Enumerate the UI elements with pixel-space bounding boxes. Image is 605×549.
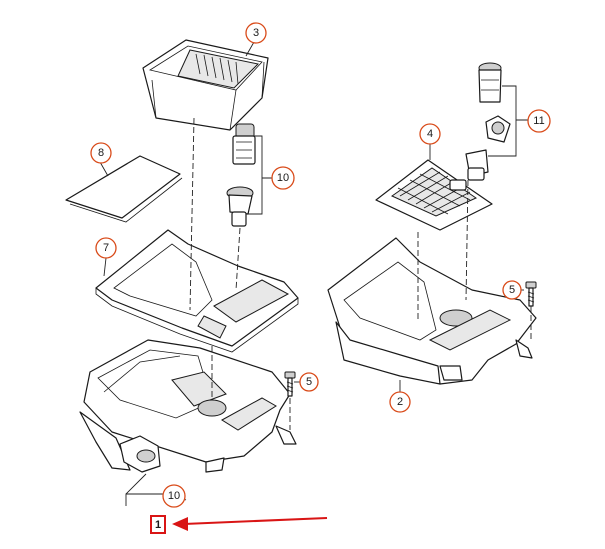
screw-part-left [284, 371, 296, 397]
leader-lines [99, 41, 530, 506]
trim-panel-part [95, 229, 299, 353]
callout-8-label: 8 [98, 147, 104, 159]
part-1-highlight: 1 [150, 515, 166, 534]
callout-10-bottom-label: 10 [168, 490, 180, 502]
callout-10-top-label: 10 [277, 172, 289, 184]
callout-3-label: 3 [253, 27, 259, 39]
callout-3: 3 [245, 22, 267, 44]
callout-11-label: 11 [533, 115, 544, 127]
callout-10-bottom: 10 [162, 484, 186, 508]
callout-4: 4 [419, 123, 441, 145]
callout-8: 8 [90, 142, 112, 164]
grid-mat-part [375, 159, 493, 231]
callout-4-label: 4 [427, 128, 433, 140]
storage-tray-part [142, 39, 269, 131]
right-console-part [327, 237, 537, 385]
callout-5-right: 5 [502, 280, 522, 300]
cover-mat-part [65, 155, 183, 223]
socket-part [465, 62, 511, 181]
callout-10-top: 10 [271, 166, 295, 190]
lighter-part-upper [226, 123, 256, 227]
part-1-label: 1 [155, 519, 161, 531]
callout-11: 11 [527, 109, 551, 133]
callout-7: 7 [95, 237, 117, 259]
callout-5-right-label: 5 [509, 284, 515, 296]
callout-7-label: 7 [103, 242, 109, 254]
callout-2-label: 2 [397, 396, 403, 408]
screw-part-right [525, 281, 537, 307]
assembly-lines [189, 117, 532, 430]
callout-2: 2 [389, 391, 411, 413]
center-console-part [79, 339, 297, 473]
callout-5-left: 5 [299, 372, 319, 392]
red-arrow [172, 517, 328, 531]
callout-5-left-label: 5 [306, 376, 312, 388]
